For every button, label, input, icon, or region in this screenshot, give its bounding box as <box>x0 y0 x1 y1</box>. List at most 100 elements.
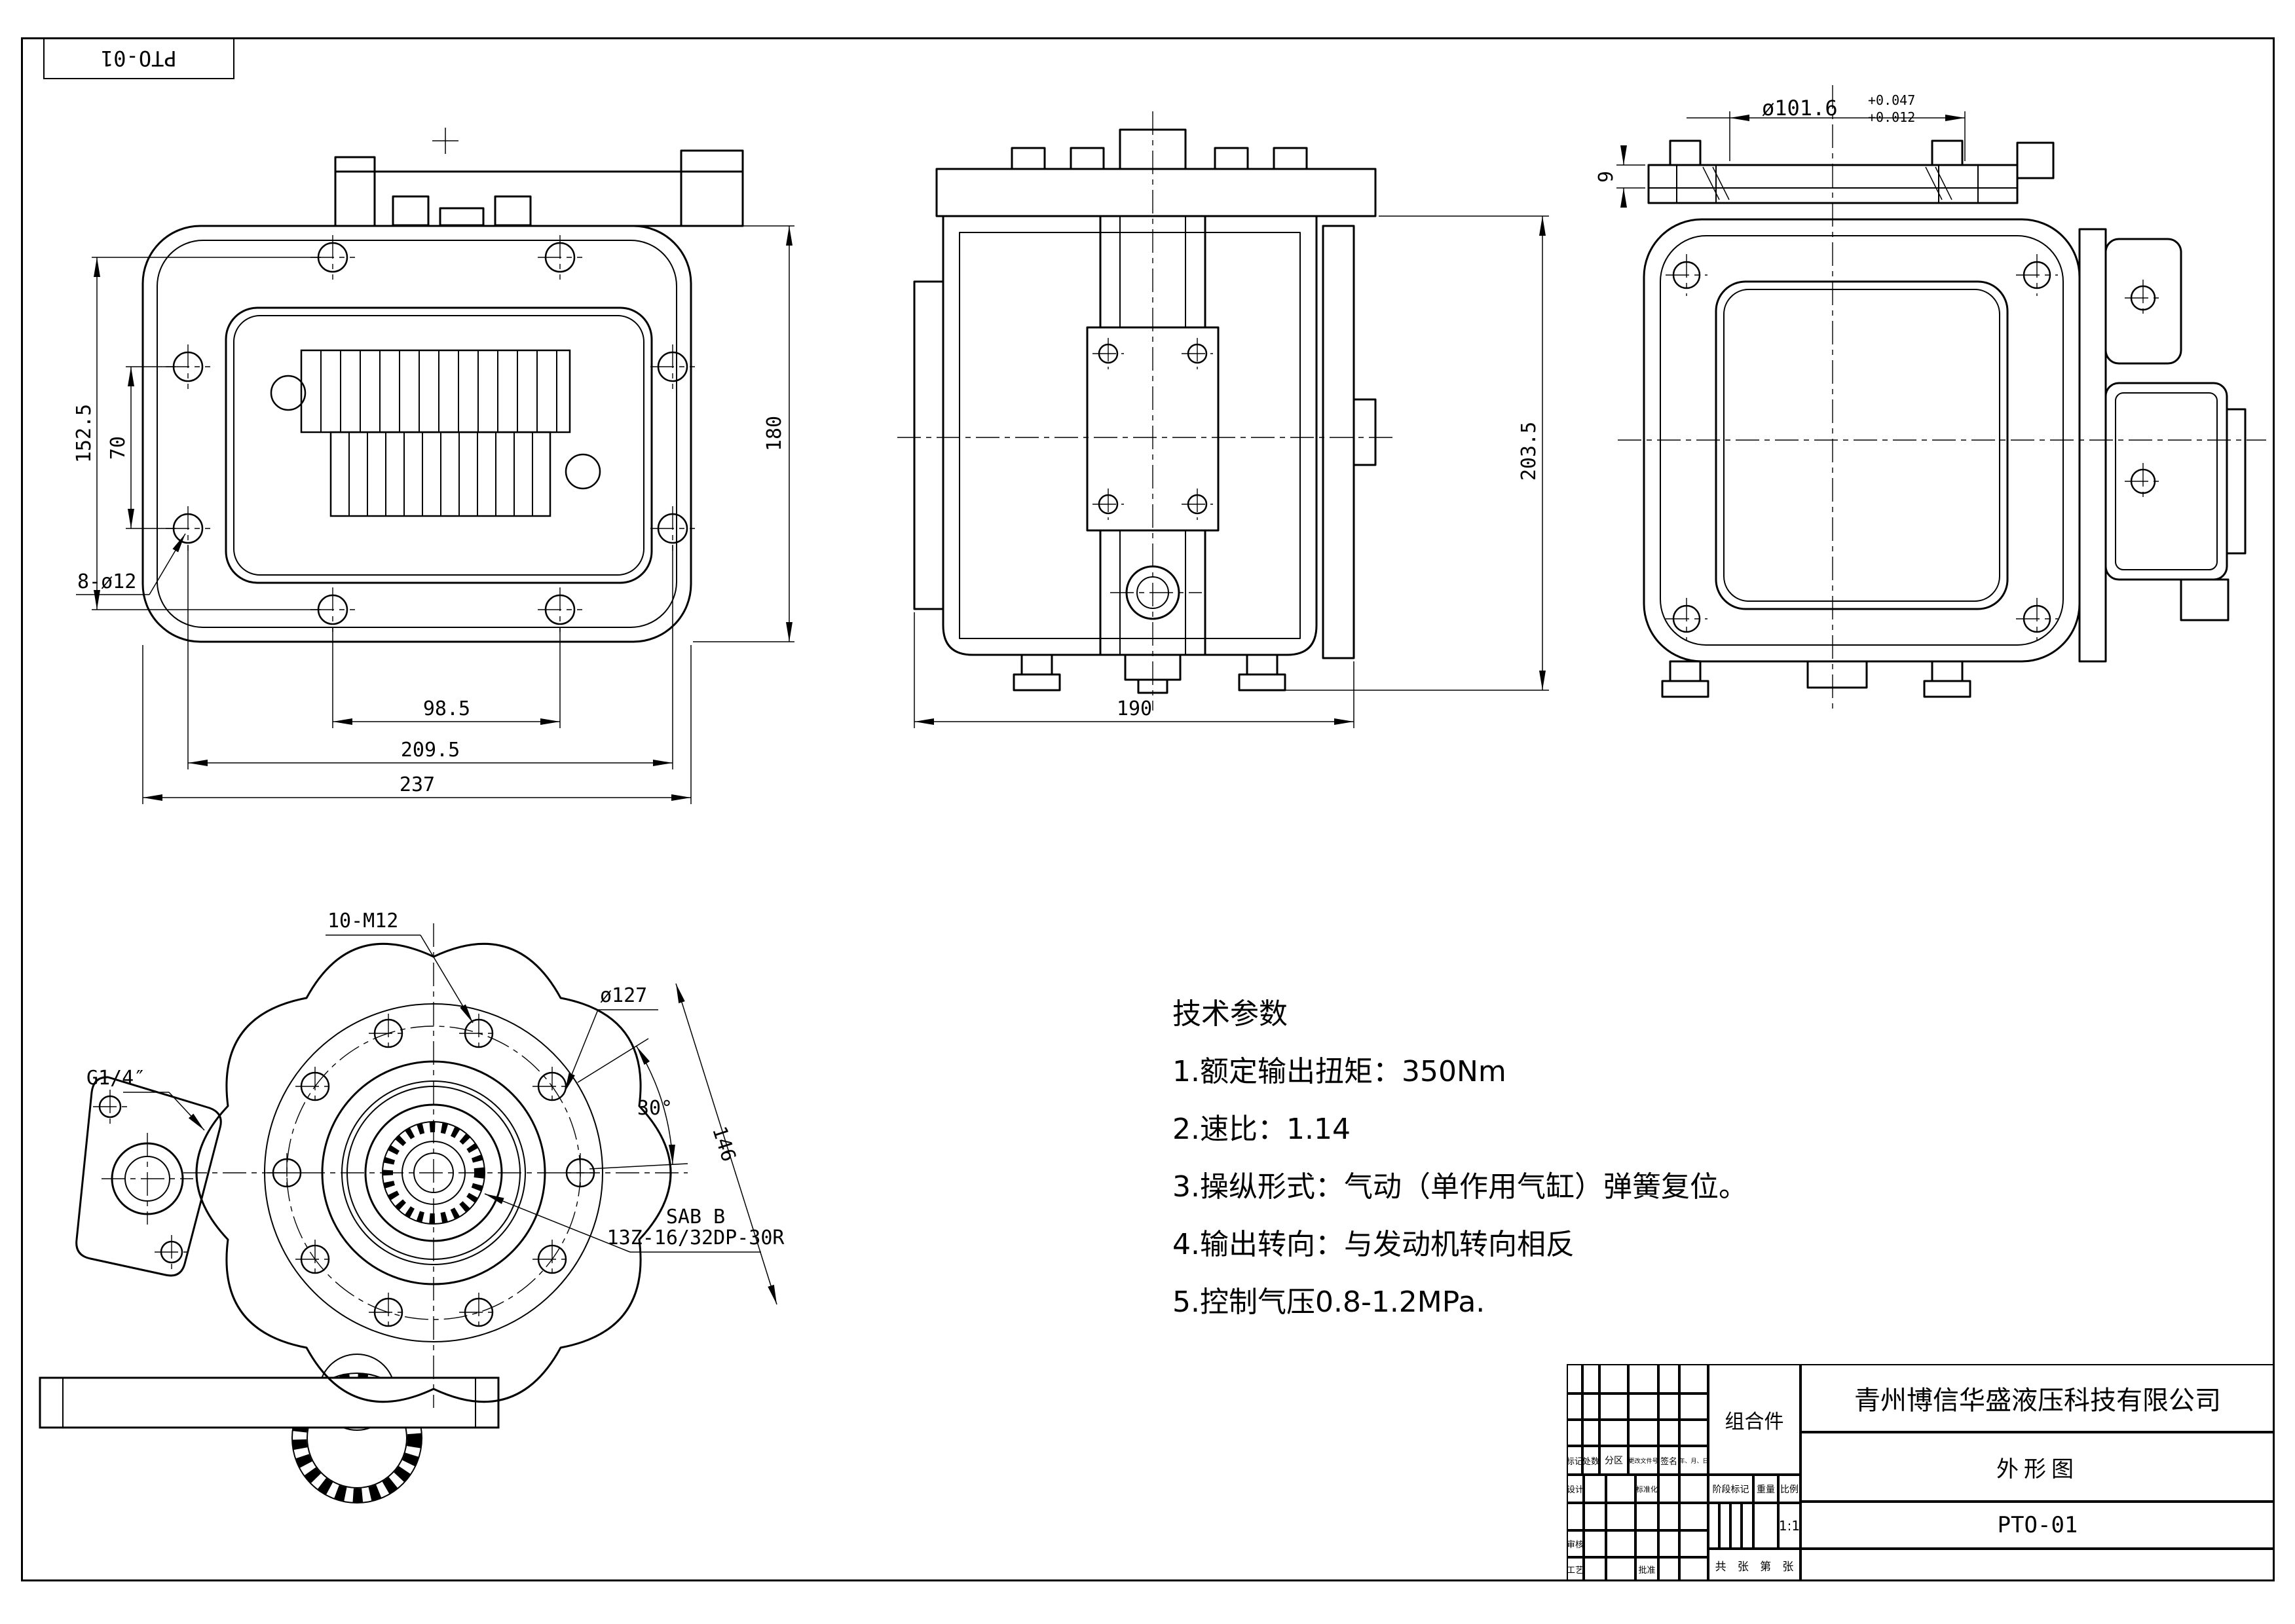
pages-no-label: 第 <box>1760 1560 1772 1574</box>
tech-param-item: 5.控制气压0.8-1.2MPa. <box>1172 1285 1485 1319</box>
dim-203-5: 203.5 <box>1518 422 1540 481</box>
sig-cell <box>1658 1475 1679 1503</box>
dim-flange-tol-upper: +0.047 <box>1868 92 1915 108</box>
tech-param-item: 2.速比：1.14 <box>1172 1113 1351 1146</box>
audit-label: 审核 <box>1567 1530 1584 1557</box>
rear-view: ø101.6 +0.047 +0.012 9 <box>1595 85 2266 710</box>
rev-cell <box>1658 1364 1679 1393</box>
sig-cell <box>1679 1557 1708 1581</box>
front-view: 152.5 70 8-ø12 98.5 209.5 237 180 <box>73 128 794 804</box>
empty-cell <box>1801 1549 2275 1581</box>
label-spline-line1: SAB B <box>666 1206 725 1228</box>
rev-header-zone: 分区 <box>1599 1446 1628 1475</box>
dim-70: 70 <box>107 436 130 460</box>
weight-label: 重量 <box>1753 1475 1778 1503</box>
flange-view: 10-M12 ø127 G1/4″ 30° 146 SAB B 13Z-16/3… <box>39 910 785 1504</box>
dim-plate-thickness: 9 <box>1595 171 1618 183</box>
rev-cell <box>1679 1420 1708 1446</box>
rev-cell <box>1567 1420 1582 1446</box>
rev-cell <box>1599 1393 1628 1420</box>
rev-cell <box>1599 1364 1628 1393</box>
drawing-number: PTO-01 <box>1801 1502 2275 1549</box>
sig-cell <box>1679 1530 1708 1557</box>
part-name: 组合件 <box>1708 1364 1801 1475</box>
sig-cell <box>1584 1530 1606 1557</box>
rev-cell <box>1679 1393 1708 1420</box>
drawing-tag-box: PTO-01 <box>43 37 234 79</box>
rev-cell <box>1599 1420 1628 1446</box>
dim-98-5: 98.5 <box>423 697 470 720</box>
tech-params-title: 技术参数 <box>1172 997 1288 1031</box>
dim-180: 180 <box>763 416 786 451</box>
rev-cell <box>1582 1393 1599 1420</box>
stage-cell <box>1719 1503 1730 1549</box>
rev-cell <box>1582 1364 1599 1393</box>
standardization-label: 标准化 <box>1635 1475 1658 1503</box>
rev-cell <box>1628 1420 1658 1446</box>
dim-146: 146 <box>707 1124 740 1164</box>
approve-label: 批准 <box>1635 1557 1658 1581</box>
weight-value <box>1753 1503 1778 1549</box>
pages-sheet-label: 张 <box>1737 1560 1749 1574</box>
rev-cell <box>1567 1393 1582 1420</box>
sheet-count-row: 共 张 第 张 <box>1708 1549 1801 1581</box>
pages-total-label: 共 <box>1715 1560 1726 1574</box>
dim-flange-tol-lower: +0.012 <box>1868 109 1915 125</box>
rev-header-date: 年、月、日 <box>1679 1446 1708 1475</box>
sig-cell <box>1635 1503 1658 1530</box>
rev-cell <box>1628 1393 1658 1420</box>
rev-cell <box>1628 1364 1658 1393</box>
stage-cell <box>1730 1503 1742 1549</box>
pages-sheet2-label: 张 <box>1782 1560 1794 1574</box>
scale-value: 1:1 <box>1778 1503 1801 1549</box>
tech-param-item: 1.额定输出扭矩：350Nm <box>1172 1055 1506 1088</box>
label-spline-line2: 13Z-16/32DP-30R <box>607 1227 785 1249</box>
drawing-name: 外形图 <box>1801 1432 2275 1502</box>
rev-cell <box>1567 1364 1582 1393</box>
design-label: 设计 <box>1567 1475 1584 1503</box>
stage-cell <box>1708 1503 1719 1549</box>
scale-label: 比例 <box>1778 1475 1801 1503</box>
process-label: 工艺 <box>1567 1557 1584 1581</box>
sig-cell <box>1606 1503 1635 1530</box>
sig-cell <box>1567 1503 1584 1530</box>
tech-param-item: 4.输出转向：与发动机转向相反 <box>1172 1228 1575 1261</box>
rev-cell <box>1582 1420 1599 1446</box>
tech-param-item: 3.操纵形式：气动（单作用气缸）弹簧复位。 <box>1172 1170 1747 1204</box>
sig-cell <box>1584 1503 1606 1530</box>
dim-flange-dia: ø101.6 <box>1762 96 1838 120</box>
label-g14-port: G1/4″ <box>86 1067 145 1090</box>
dim-209-5: 209.5 <box>401 739 460 762</box>
sig-cell <box>1658 1503 1679 1530</box>
sig-cell <box>1606 1475 1635 1503</box>
label-10-m12: 10-M12 <box>327 910 398 932</box>
rev-cell <box>1679 1364 1708 1393</box>
sig-cell <box>1679 1475 1708 1503</box>
company-name: 青州博信华盛液压科技有限公司 <box>1801 1364 2275 1432</box>
rev-cell <box>1658 1420 1679 1446</box>
dim-190: 190 <box>1117 697 1152 720</box>
sig-cell <box>1658 1557 1679 1581</box>
sheet-border <box>21 37 2275 1581</box>
technical-parameters: 技术参数 1.额定输出扭矩：350Nm 2.速比：1.14 3.操纵形式：气动（… <box>1172 982 2220 1328</box>
rev-header-sign: 签名 <box>1658 1446 1679 1475</box>
rev-header-count: 处数 <box>1582 1446 1599 1475</box>
sig-cell <box>1606 1530 1635 1557</box>
sig-cell <box>1584 1475 1606 1503</box>
sig-cell <box>1658 1530 1679 1557</box>
title-block: 标记 处数 分区 更改文件号 签名 年、月、日 设计 标准化 审核 工艺 批准 … <box>1567 1364 2275 1581</box>
side-view: 190 203.5 <box>897 111 1549 728</box>
dim-152-5: 152.5 <box>73 404 96 463</box>
rev-header-docno: 更改文件号 <box>1628 1446 1658 1475</box>
sig-cell <box>1679 1503 1708 1530</box>
sig-cell <box>1606 1557 1635 1581</box>
stage-cell <box>1742 1503 1753 1549</box>
sig-cell <box>1635 1530 1658 1557</box>
rev-header-mark: 标记 <box>1567 1446 1582 1475</box>
stage-mark-label: 阶段标记 <box>1708 1475 1753 1503</box>
label-d127: ø127 <box>600 984 647 1007</box>
dim-237: 237 <box>400 773 435 796</box>
label-8-d12: 8-ø12 <box>77 570 136 593</box>
